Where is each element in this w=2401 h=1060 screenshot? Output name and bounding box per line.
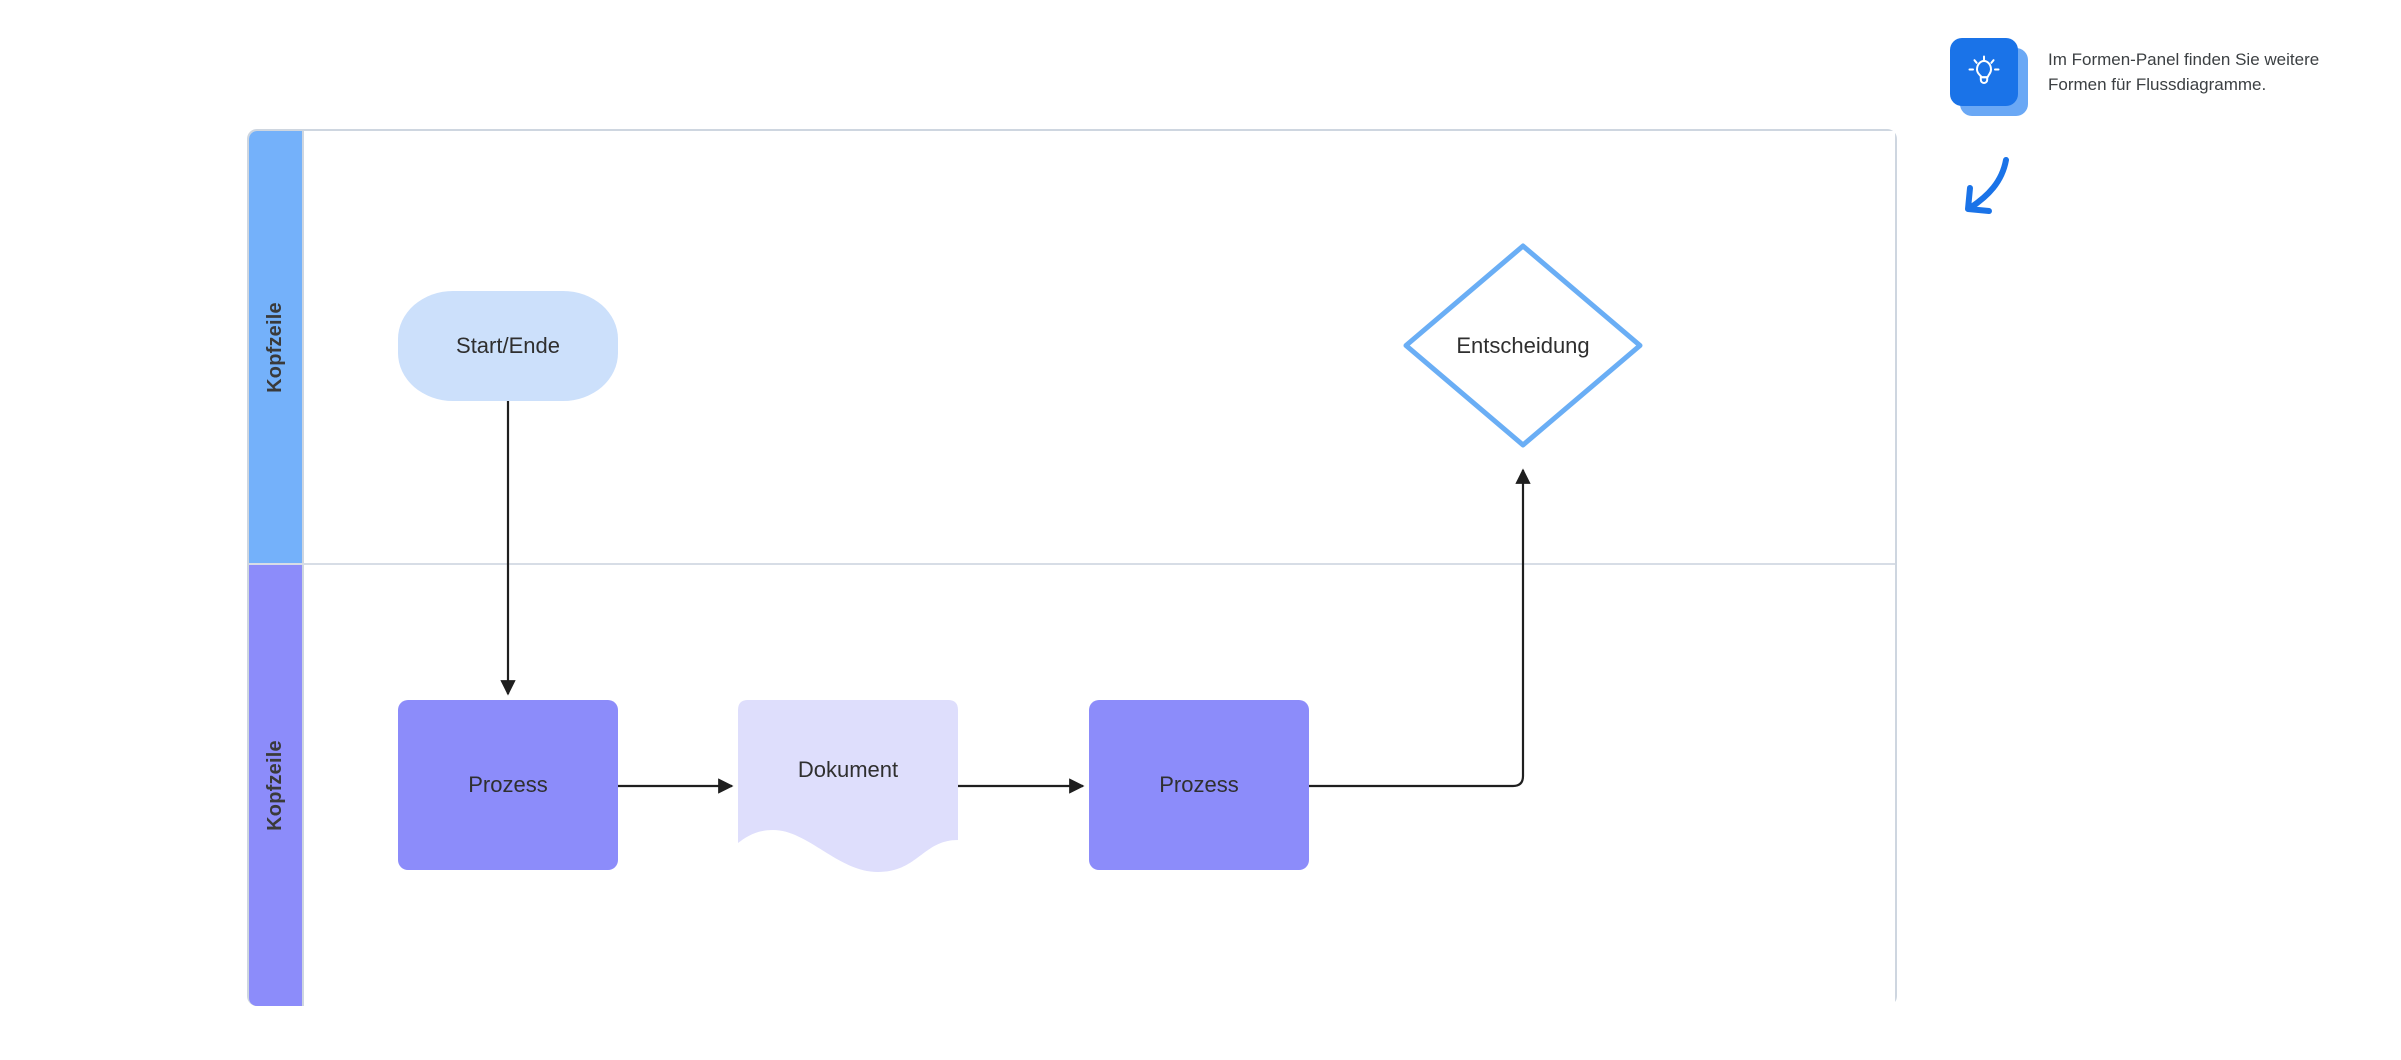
curved-arrow-down-left-icon [1965, 157, 2009, 214]
tip-text-line-2: Formen für Flussdiagramme. [2048, 74, 2267, 94]
shape-entscheidung[interactable]: Entscheidung [1398, 238, 1648, 453]
lightbulb-icon [1950, 38, 2018, 106]
swimlane-divider [249, 563, 1895, 565]
shape-prozess-1[interactable]: Prozess [398, 700, 618, 870]
swimlane-header-2[interactable]: Kopfzeile [249, 565, 304, 1006]
shape-dokument-label: Dokument [797, 757, 899, 782]
shape-start-ende[interactable]: Start/Ende [398, 291, 618, 401]
tip-icon-wrap [1948, 36, 2036, 120]
tip-text-line-1: Im Formen-Panel finden Sie weitere [2048, 50, 2320, 69]
swimlane-header-label-1: Kopfzeile [264, 301, 287, 393]
shape-entscheidung-label: Entscheidung [1456, 332, 1590, 358]
shape-dokument[interactable]: Dokument [738, 700, 958, 875]
tip-text: Im Formen-Panel finden Sie weitere Forme… [2048, 36, 2319, 97]
shape-prozess-2[interactable]: Prozess [1089, 700, 1309, 870]
tip-callout: Im Formen-Panel finden Sie weitere Forme… [1948, 36, 2319, 120]
swimlane-header-1[interactable]: Kopfzeile [249, 131, 304, 563]
swimlane-container[interactable]: Kopfzeile Kopfzeile [247, 129, 1897, 1006]
swimlane-header-label-2: Kopfzeile [264, 740, 287, 831]
